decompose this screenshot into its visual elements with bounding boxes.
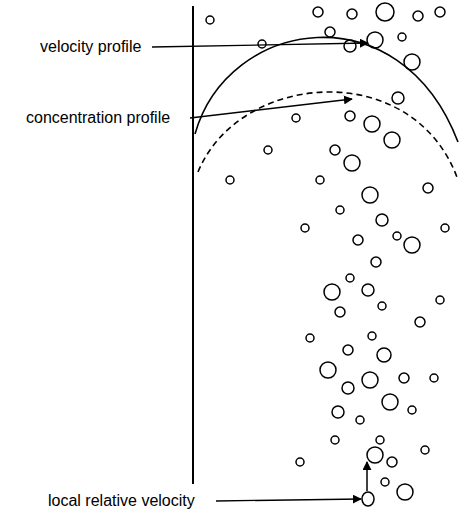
- bubble: [399, 373, 409, 383]
- bubble: [397, 484, 413, 500]
- bubble: [336, 206, 344, 214]
- bubble: [384, 132, 400, 148]
- bubble: [335, 307, 345, 317]
- bubble: [393, 232, 401, 240]
- bubble: [362, 284, 374, 296]
- bubble: [320, 362, 336, 378]
- bubble: [387, 457, 397, 467]
- bubble: [347, 9, 357, 19]
- bubble: [344, 155, 360, 171]
- bubble: [344, 40, 356, 52]
- bubble: [346, 274, 354, 282]
- bubble: [421, 446, 429, 454]
- bubble: [343, 345, 353, 355]
- leader-arrow: [216, 499, 361, 501]
- bubble: [313, 7, 323, 17]
- bubble: [376, 214, 388, 226]
- bubble: [378, 302, 386, 310]
- bubble: [362, 492, 374, 506]
- bubble: [316, 176, 324, 184]
- leader-arrow: [152, 43, 368, 47]
- concentration-profile-curve: [198, 92, 458, 180]
- bubble: [206, 16, 214, 24]
- bubble: [377, 348, 391, 362]
- bubble: [404, 237, 420, 253]
- bubble: [368, 332, 376, 340]
- bubble: [325, 27, 335, 37]
- wall-line: [192, 6, 194, 484]
- bubble: [342, 382, 354, 394]
- bubble: [381, 478, 389, 486]
- callout-label: velocity profile: [38, 38, 143, 56]
- bubble: [362, 372, 378, 388]
- bubble: [392, 92, 404, 104]
- bubble: [301, 224, 309, 232]
- bubble: [430, 374, 438, 382]
- leader-arrow: [190, 99, 352, 118]
- bubble: [292, 114, 300, 122]
- bubble: [332, 406, 344, 418]
- bubble: [331, 436, 339, 444]
- bubble: [264, 146, 272, 154]
- bubble: [376, 3, 394, 21]
- bubble: [330, 145, 340, 155]
- bubble: [367, 447, 383, 463]
- relative-velocity-arrow: [366, 462, 368, 491]
- bubble: [382, 394, 398, 410]
- bubble: [436, 296, 444, 304]
- bubble: [371, 257, 381, 267]
- bubble: [398, 33, 406, 41]
- bubble: [362, 187, 378, 203]
- bubble: [441, 224, 449, 232]
- bubble: [376, 436, 384, 444]
- bubble: [226, 176, 234, 184]
- bubble: [423, 183, 433, 193]
- bubble: [258, 40, 266, 48]
- bubble: [353, 235, 363, 245]
- velocity-profile-curve: [195, 37, 458, 142]
- bubble: [306, 334, 314, 342]
- bubble: [408, 406, 416, 414]
- bubble: [296, 458, 304, 466]
- callout-label: concentration profile: [24, 109, 172, 127]
- bubble: [435, 7, 445, 17]
- bubble: [413, 11, 423, 21]
- bubble-group: [206, 3, 449, 506]
- bubble: [415, 317, 425, 327]
- bubble: [364, 116, 380, 132]
- callout-label: local relative velocity: [46, 492, 197, 510]
- bubble: [356, 416, 364, 424]
- bubble: [324, 284, 340, 300]
- bubble: [345, 111, 355, 121]
